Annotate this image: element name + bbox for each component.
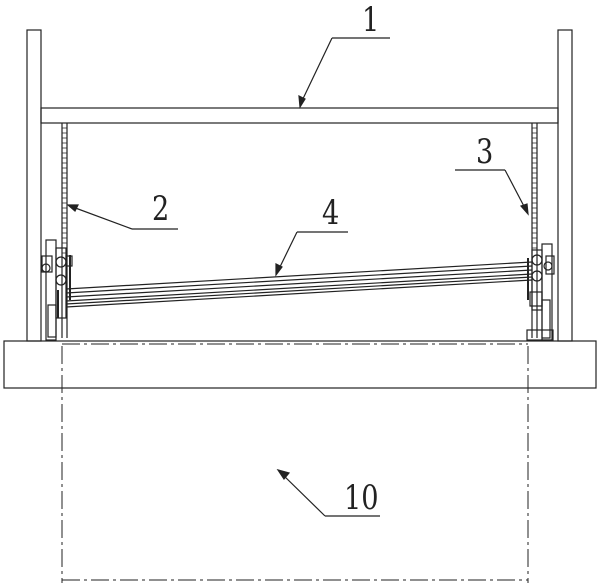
leader-10 xyxy=(276,468,380,517)
right-carriage xyxy=(526,243,555,341)
left-post xyxy=(26,29,42,342)
callout-1: 1 xyxy=(362,0,380,40)
base-plate xyxy=(3,340,597,389)
callout-4: 4 xyxy=(322,193,340,233)
leader-2 xyxy=(66,204,178,230)
left-guide-rack xyxy=(61,123,68,338)
callout-3: 3 xyxy=(476,132,494,172)
right-post xyxy=(557,29,573,342)
leader-1 xyxy=(298,37,390,109)
top-crossbeam xyxy=(40,107,559,124)
callout-10: 10 xyxy=(344,478,379,518)
lower-body-dashed xyxy=(61,343,529,583)
callout-2: 2 xyxy=(152,189,170,229)
inclined-roller xyxy=(65,261,533,308)
leader-4 xyxy=(275,231,348,277)
leader-3 xyxy=(455,169,529,216)
